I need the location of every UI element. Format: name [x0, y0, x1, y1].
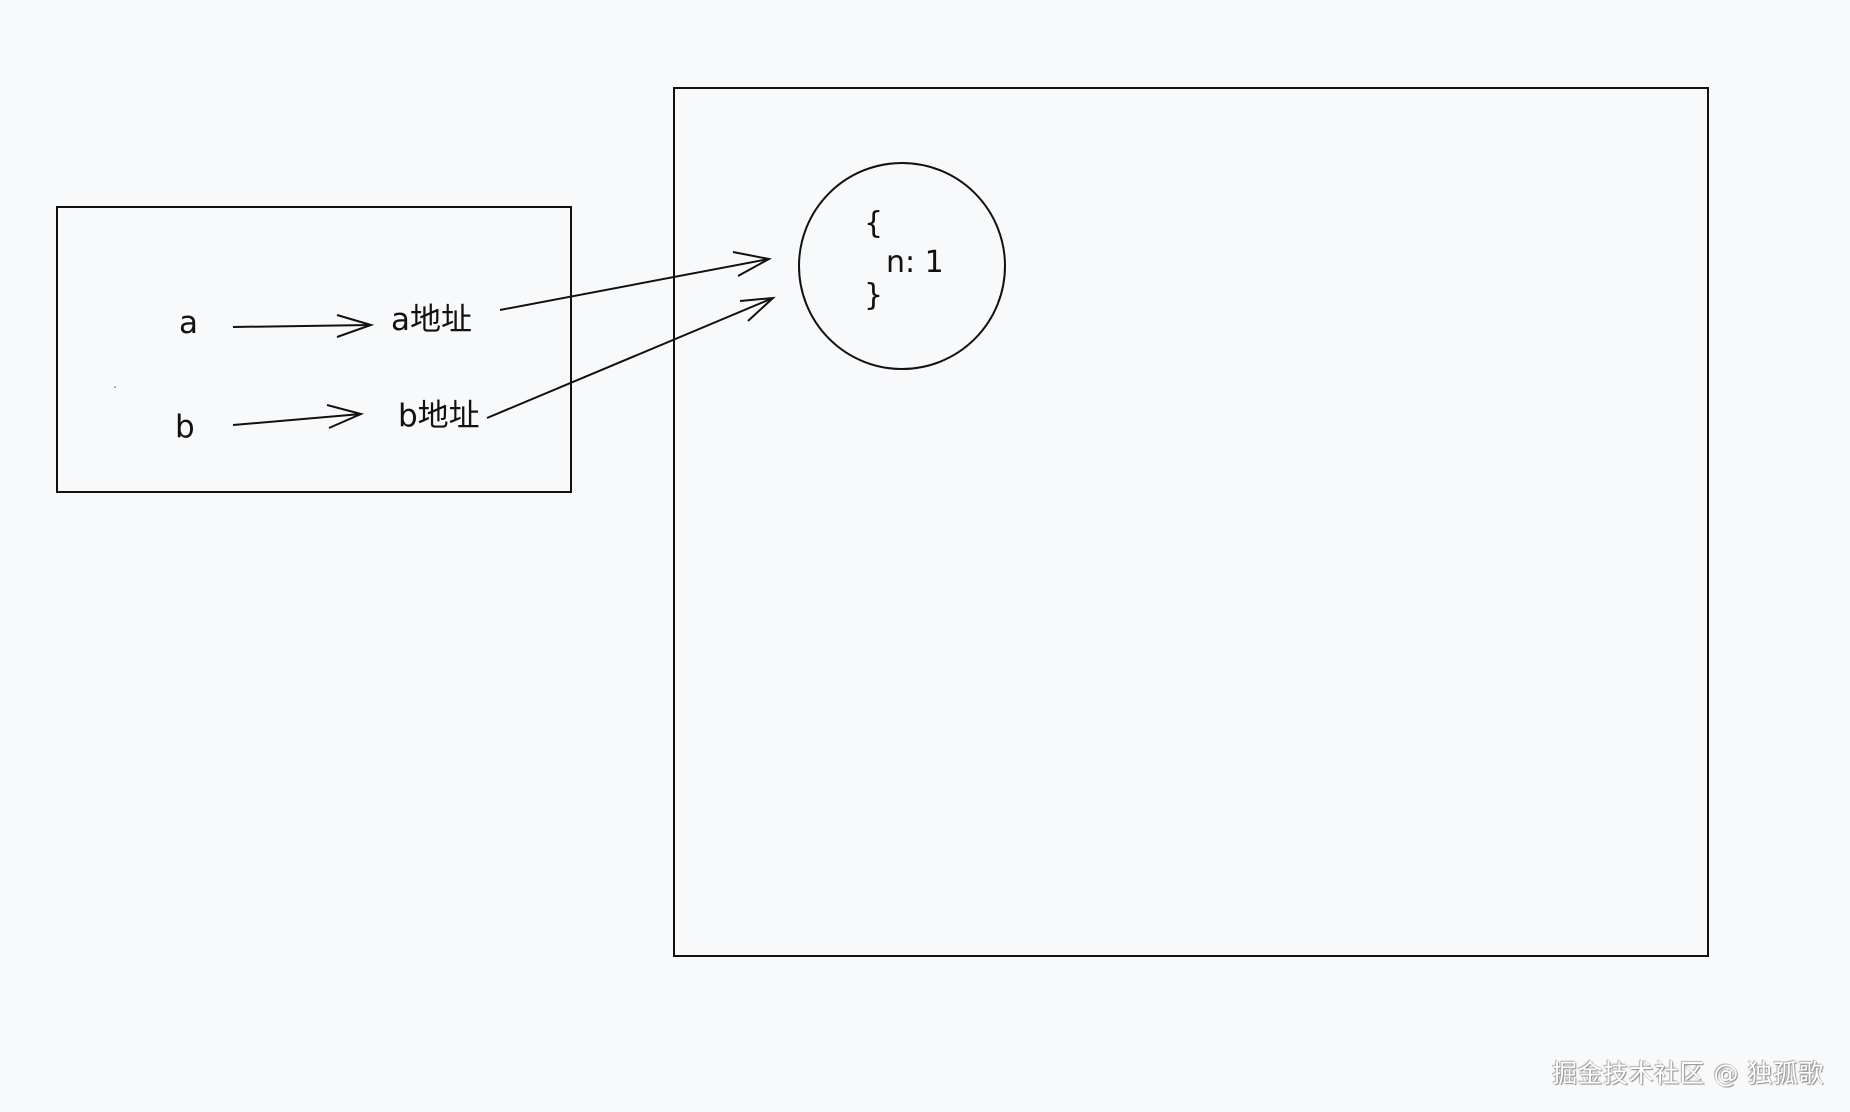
address-a-label: a地址: [391, 302, 472, 338]
stack-box: [56, 206, 572, 493]
arrow-a-to-address: [232, 314, 375, 338]
heap-box: [673, 87, 1709, 957]
object-close-brace: }: [864, 278, 883, 313]
object-entry: n: 1: [886, 245, 944, 280]
arrow-address-b-to-object: [486, 296, 776, 419]
watermark-text: 掘金技术社区 @ 独孤歌: [1552, 1059, 1824, 1088]
arrow-address-a-to-object: [499, 251, 772, 311]
object-circle: [798, 162, 1006, 370]
object-open-brace: {: [864, 206, 883, 241]
stray-dot: [114, 386, 116, 388]
arrow-b-to-address: [232, 404, 365, 429]
address-b-label: b地址: [398, 398, 480, 434]
variable-b-label: b: [175, 409, 195, 445]
variable-a-label: a: [179, 305, 198, 341]
